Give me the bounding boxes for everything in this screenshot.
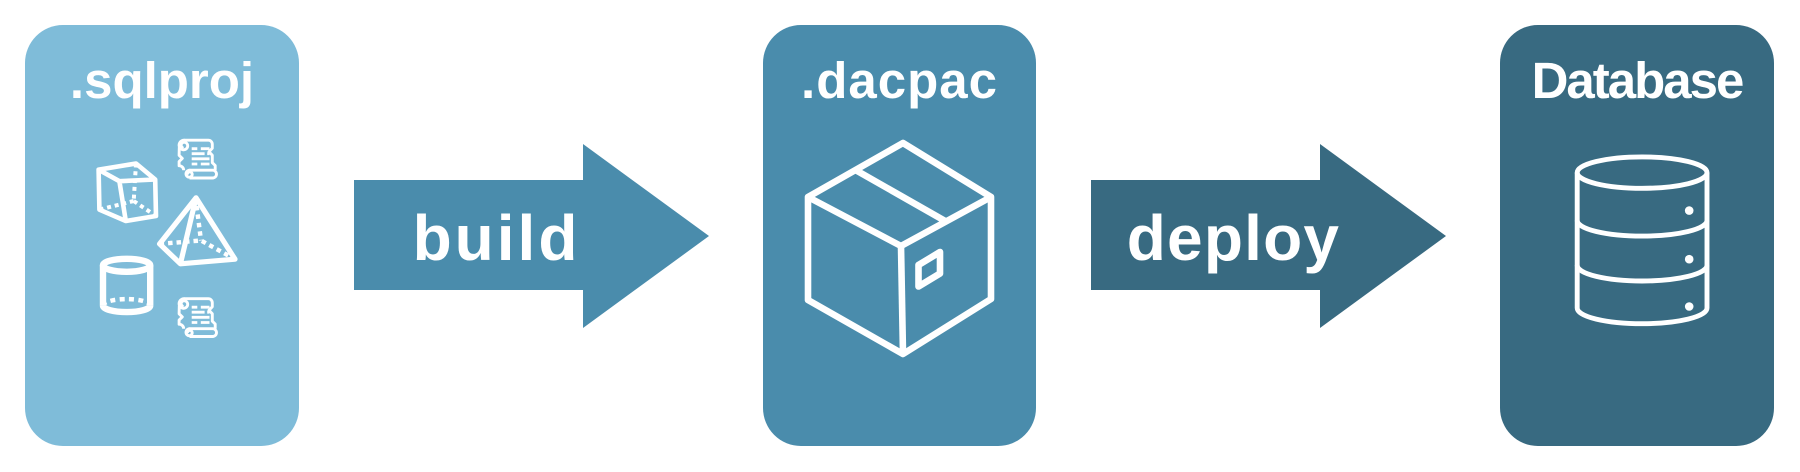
sqlproj-icons [96,138,238,338]
node-database-title: Database [1531,52,1745,109]
sql-script-scroll-icon-2 [177,297,218,338]
node-sqlproj-card [25,25,299,446]
build-arrow-label: build [412,202,581,274]
pyramid-icon [157,195,238,267]
deploy-arrow-shape [1091,144,1446,328]
deploy-arrow-label: deploy [1126,202,1341,274]
node-sqlproj-title: .sqlproj [69,52,255,109]
sql-script-scroll-icon [177,138,218,180]
node-dacpac-title: .dacpac [801,52,998,109]
build-arrow-shape [354,144,709,328]
cylinder-icon [99,255,154,316]
database-icon [1574,154,1710,327]
package-box-icon [804,139,995,358]
cube-icon [96,161,159,224]
